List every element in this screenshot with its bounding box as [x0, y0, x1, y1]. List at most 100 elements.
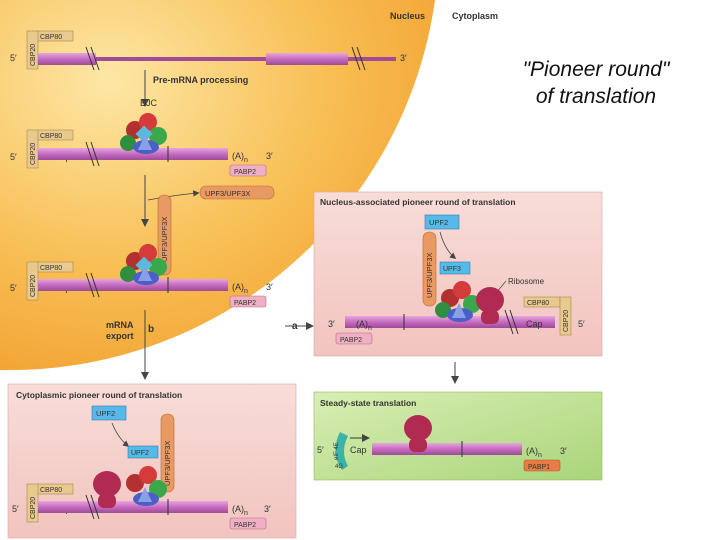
panel-title: Cytoplasmic pioneer round of translation — [16, 390, 182, 400]
mrna-strand — [38, 501, 228, 513]
break-mark — [85, 46, 95, 71]
cap-label: Cap — [350, 445, 367, 455]
break-mark — [509, 309, 519, 335]
ejc-complex — [126, 466, 167, 506]
cbp80-label: CBP80 — [527, 300, 549, 307]
panel-title: Nucleus-associated pioneer round of tran… — [320, 197, 516, 207]
pabp2-label: PABP2 — [234, 522, 256, 529]
ribosome — [404, 415, 432, 452]
cbp20-label: CBP20 — [30, 44, 37, 66]
three-prime-label: 3′ — [328, 319, 335, 329]
export-label-line1: mRNA — [106, 320, 134, 330]
premrna-processing-label: Pre-mRNA processing — [153, 75, 248, 85]
pabp1-label: PABP1 — [528, 464, 550, 471]
slide-title-line2: of translation — [535, 85, 657, 108]
poly-a-label: (A)n — [232, 282, 248, 295]
nucleus-region — [0, 0, 435, 371]
eif4e-label: eIF 4E — [334, 442, 340, 460]
pabp2-box — [335, 332, 373, 345]
five-prime-label: 5′ — [10, 53, 17, 63]
pabp2-box — [229, 517, 267, 530]
cbp20-label: CBP20 — [30, 275, 37, 297]
upf3-label: UPF3/UPF3X — [205, 189, 250, 198]
break-mark — [85, 494, 95, 520]
cbp20-label: CBP20 — [563, 310, 570, 332]
panel-title: Steady-state translation — [320, 398, 416, 408]
pabp2-box — [229, 164, 267, 177]
upf2-binding-arrow — [439, 231, 457, 260]
break-mark — [90, 141, 100, 167]
cap-label: Cap — [526, 319, 543, 329]
steady-state-panel: Steady-state translation eIF 4E 4G 5′ Ca… — [313, 391, 603, 481]
five-prime-label: 5′ — [10, 152, 17, 162]
exon-1 — [38, 53, 96, 65]
pabp2-label: PABP2 — [340, 337, 362, 344]
upf3-label: UPF3/UPF3X — [163, 441, 172, 486]
three-prime-label: 3′ — [264, 504, 271, 514]
cbp80-label: CBP80 — [40, 265, 62, 272]
upf2-bound-label: UPF2 — [131, 450, 149, 457]
marker-a: a — [292, 321, 298, 332]
premrna-transcript: CBP80 CBP20 5′ Cap 3′ — [10, 30, 407, 71]
ejc-complex — [435, 281, 481, 322]
three-prime-label: 3′ — [560, 446, 567, 456]
mrna-strand — [38, 279, 228, 291]
pabp2-label: PABP2 — [234, 300, 256, 307]
break-mark — [351, 46, 361, 71]
upf3-box-vertical — [160, 413, 175, 493]
upf3-label: UPF3/UPF3X — [160, 217, 169, 262]
five-prime-label: 5′ — [578, 319, 585, 329]
upf2-box — [424, 214, 460, 230]
cbp80-label: CBP80 — [40, 34, 62, 41]
nuclear-pioneer-panel: Nucleus-associated pioneer round of tran… — [313, 191, 603, 357]
upf3-label: UPF3/UPF3X — [425, 253, 434, 298]
break-mark — [85, 141, 95, 167]
break-mark — [356, 46, 366, 71]
eif4g-label: 4G — [335, 464, 343, 470]
five-prime-label: 5′ — [12, 504, 19, 514]
three-prime-label: 3′ — [266, 151, 273, 161]
break-mark — [90, 272, 100, 298]
ribosome — [93, 471, 121, 508]
slide-title-line1: "Pioneer round" — [522, 58, 670, 81]
upf3-box-vertical — [157, 194, 172, 276]
slide-title: "Pioneer round" of translation — [478, 56, 714, 110]
cbp20-label: CBP20 — [30, 143, 37, 165]
upf2-label: UPF2 — [96, 409, 115, 418]
mrna-strand — [345, 316, 555, 328]
mrna-with-upf3: CBP80 CBP20 5′ Cap (A)n 3′ PABP2 UPF3/UP… — [10, 194, 273, 308]
poly-a-label: (A)n — [526, 446, 542, 459]
marker-b: b — [148, 324, 154, 335]
export-label-line2: export — [106, 331, 134, 341]
mrna-strand — [372, 443, 522, 455]
upf2-binding-arrow — [111, 422, 130, 447]
ribosome-label: Ribosome — [508, 277, 545, 286]
pabp2-label: PABP2 — [234, 169, 256, 176]
intron — [96, 57, 266, 61]
break-mark — [90, 46, 100, 71]
cbp20-label: CBP20 — [30, 497, 37, 519]
cbp80-label: CBP80 — [40, 487, 62, 494]
pabp2-box — [229, 295, 267, 308]
intron-2 — [348, 57, 396, 61]
cytoplasmic-pioneer-panel: Cytoplasmic pioneer round of translation… — [7, 383, 297, 539]
pabp1-box — [523, 459, 561, 472]
nucleus-label: Nucleus — [390, 11, 425, 21]
poly-a-label: (A)n — [232, 151, 248, 164]
five-prime-label: 5′ — [10, 283, 17, 293]
upf3-box-horizontal — [199, 185, 275, 200]
ejc-complex — [120, 244, 167, 285]
break-mark — [504, 309, 514, 335]
poly-a-label: (A)n — [356, 319, 372, 332]
upf3-short-label: UPF3 — [443, 266, 461, 273]
exon-2 — [266, 53, 348, 65]
ribosome — [476, 287, 504, 324]
upf3-box-vertical — [422, 231, 437, 307]
eif4g-shape — [335, 432, 348, 470]
mrna-strand — [38, 148, 228, 160]
ejc-label: EJC — [140, 98, 158, 108]
upf2-bound-box — [127, 445, 159, 459]
upf3-short-box — [439, 261, 471, 275]
ejc-complex — [120, 113, 167, 154]
